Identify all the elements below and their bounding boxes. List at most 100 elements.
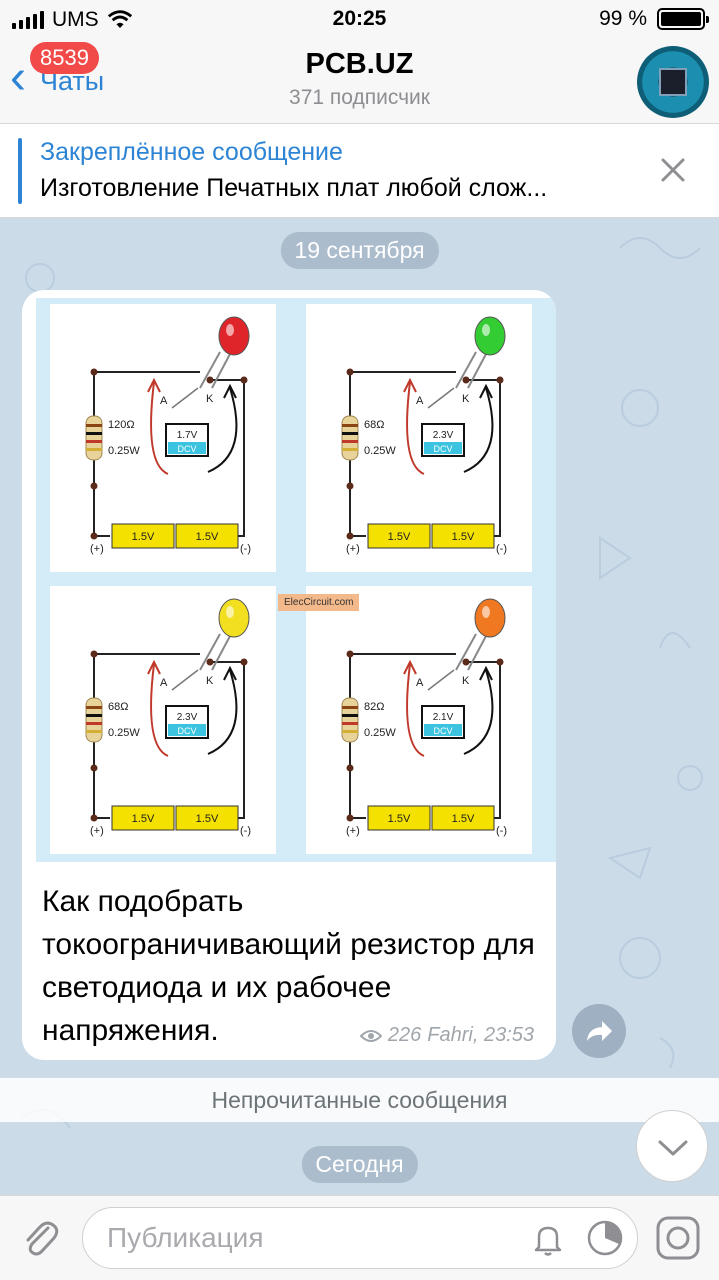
battery-voltage: 1.5V <box>452 531 475 543</box>
message-meta: 226 Fahri, 23:53 <box>359 1024 534 1047</box>
black-arrow <box>479 665 493 681</box>
junction-dot <box>206 376 214 384</box>
led-leg <box>211 353 231 389</box>
led-leg <box>467 353 487 389</box>
close-icon[interactable] <box>655 152 691 188</box>
battery-cell <box>431 805 495 831</box>
resistor-band <box>86 730 102 733</box>
meter-reading: 2.1V <box>433 712 454 723</box>
watermark: ElecCircuit.com <box>278 594 360 611</box>
message-input[interactable] <box>107 1222 507 1254</box>
plus-terminal: (+) <box>90 543 104 555</box>
author-time: Fahri, 23:53 <box>427 1024 534 1046</box>
led-leg <box>467 635 487 671</box>
meter-screen <box>168 442 206 454</box>
chevron-left-icon: ‹ <box>10 51 26 104</box>
battery-voltage: 1.5V <box>196 813 219 825</box>
minus-terminal: (-) <box>240 543 251 555</box>
resistor-band <box>86 448 102 451</box>
led-body <box>474 316 506 356</box>
pinned-text: Изготовление Печатных плат любой слож... <box>40 174 548 202</box>
resistor-band <box>342 730 358 733</box>
meter-mode: DCV <box>433 726 452 736</box>
anode-label: A <box>416 677 424 689</box>
carrier-label: UMS <box>52 8 99 31</box>
resistor-band <box>342 424 358 427</box>
battery-icon <box>657 8 709 30</box>
plus-terminal: (+) <box>346 825 360 837</box>
scroll-down-button[interactable] <box>636 1110 708 1182</box>
resistor-band <box>86 440 102 443</box>
battery-voltage: 1.5V <box>452 813 475 825</box>
resistor-band <box>342 722 358 725</box>
resistor-power: 0.25W <box>364 727 396 739</box>
led-body <box>218 598 250 638</box>
meter-mode: DCV <box>177 444 196 454</box>
status-right: 99 % <box>599 7 709 31</box>
meter-screen <box>168 724 206 736</box>
junction-dot <box>346 532 354 540</box>
led-highlight <box>482 606 490 618</box>
resistor-value: 68Ω <box>364 419 384 431</box>
timer-icon[interactable] <box>585 1218 625 1258</box>
red-probe-arc <box>406 663 425 757</box>
eye-icon <box>359 1029 382 1042</box>
share-button[interactable] <box>572 1004 626 1058</box>
junction-dot <box>496 658 504 666</box>
battery-cell <box>431 523 495 549</box>
junction-dot <box>90 532 98 540</box>
meter-screen <box>424 724 462 736</box>
meter-mode: DCV <box>177 726 196 736</box>
junction-dot <box>462 376 470 384</box>
black-probe-arc <box>207 387 238 473</box>
channel-avatar[interactable] <box>637 46 709 118</box>
resistor-band <box>342 706 358 709</box>
red-arrow <box>147 377 161 393</box>
message-input-field[interactable] <box>82 1207 638 1269</box>
resistor-band <box>342 432 358 435</box>
junction-dot <box>90 814 98 822</box>
meter-mode: DCV <box>433 444 452 454</box>
probe-wire <box>171 387 199 409</box>
junction-dot <box>90 764 98 772</box>
chevron-down-icon <box>658 1140 688 1156</box>
date-separator-today: Сегодня <box>301 1146 418 1183</box>
battery-voltage: 1.5V <box>132 531 155 543</box>
resistor <box>341 415 359 461</box>
probe-wire <box>171 669 199 691</box>
attach-icon[interactable] <box>16 1214 64 1262</box>
resistor-power: 0.25W <box>108 727 140 739</box>
input-bar <box>0 1195 719 1280</box>
junction-dot <box>462 658 470 666</box>
resistor-band <box>86 424 102 427</box>
channel-title[interactable]: PCB.UZ <box>305 48 414 80</box>
resistor-power: 0.25W <box>108 445 140 457</box>
junction-dot <box>496 376 504 384</box>
battery-cell <box>367 523 431 549</box>
red-arrow <box>403 377 417 393</box>
share-arrow-icon <box>587 1021 612 1041</box>
anode-label: A <box>160 395 168 407</box>
resistor-band <box>86 714 102 717</box>
junction-dot <box>346 482 354 490</box>
pinned-message[interactable]: Закреплённое сообщение Изготовление Печа… <box>0 124 719 218</box>
camera-icon[interactable] <box>654 1214 702 1262</box>
resistor-value: 68Ω <box>108 701 128 713</box>
junction-dot <box>240 376 248 384</box>
cathode-label: K <box>462 393 470 405</box>
led-highlight <box>482 324 490 336</box>
red-probe-arc <box>150 381 169 475</box>
minus-terminal: (-) <box>496 825 507 837</box>
battery-cell <box>175 805 239 831</box>
bell-icon[interactable] <box>529 1220 567 1258</box>
nav-bar: ‹ Чаты 8539 PCB.UZ 371 подписчик <box>0 40 719 124</box>
battery-cell <box>111 523 175 549</box>
junction-dot <box>346 368 354 376</box>
resistor-band <box>86 706 102 709</box>
